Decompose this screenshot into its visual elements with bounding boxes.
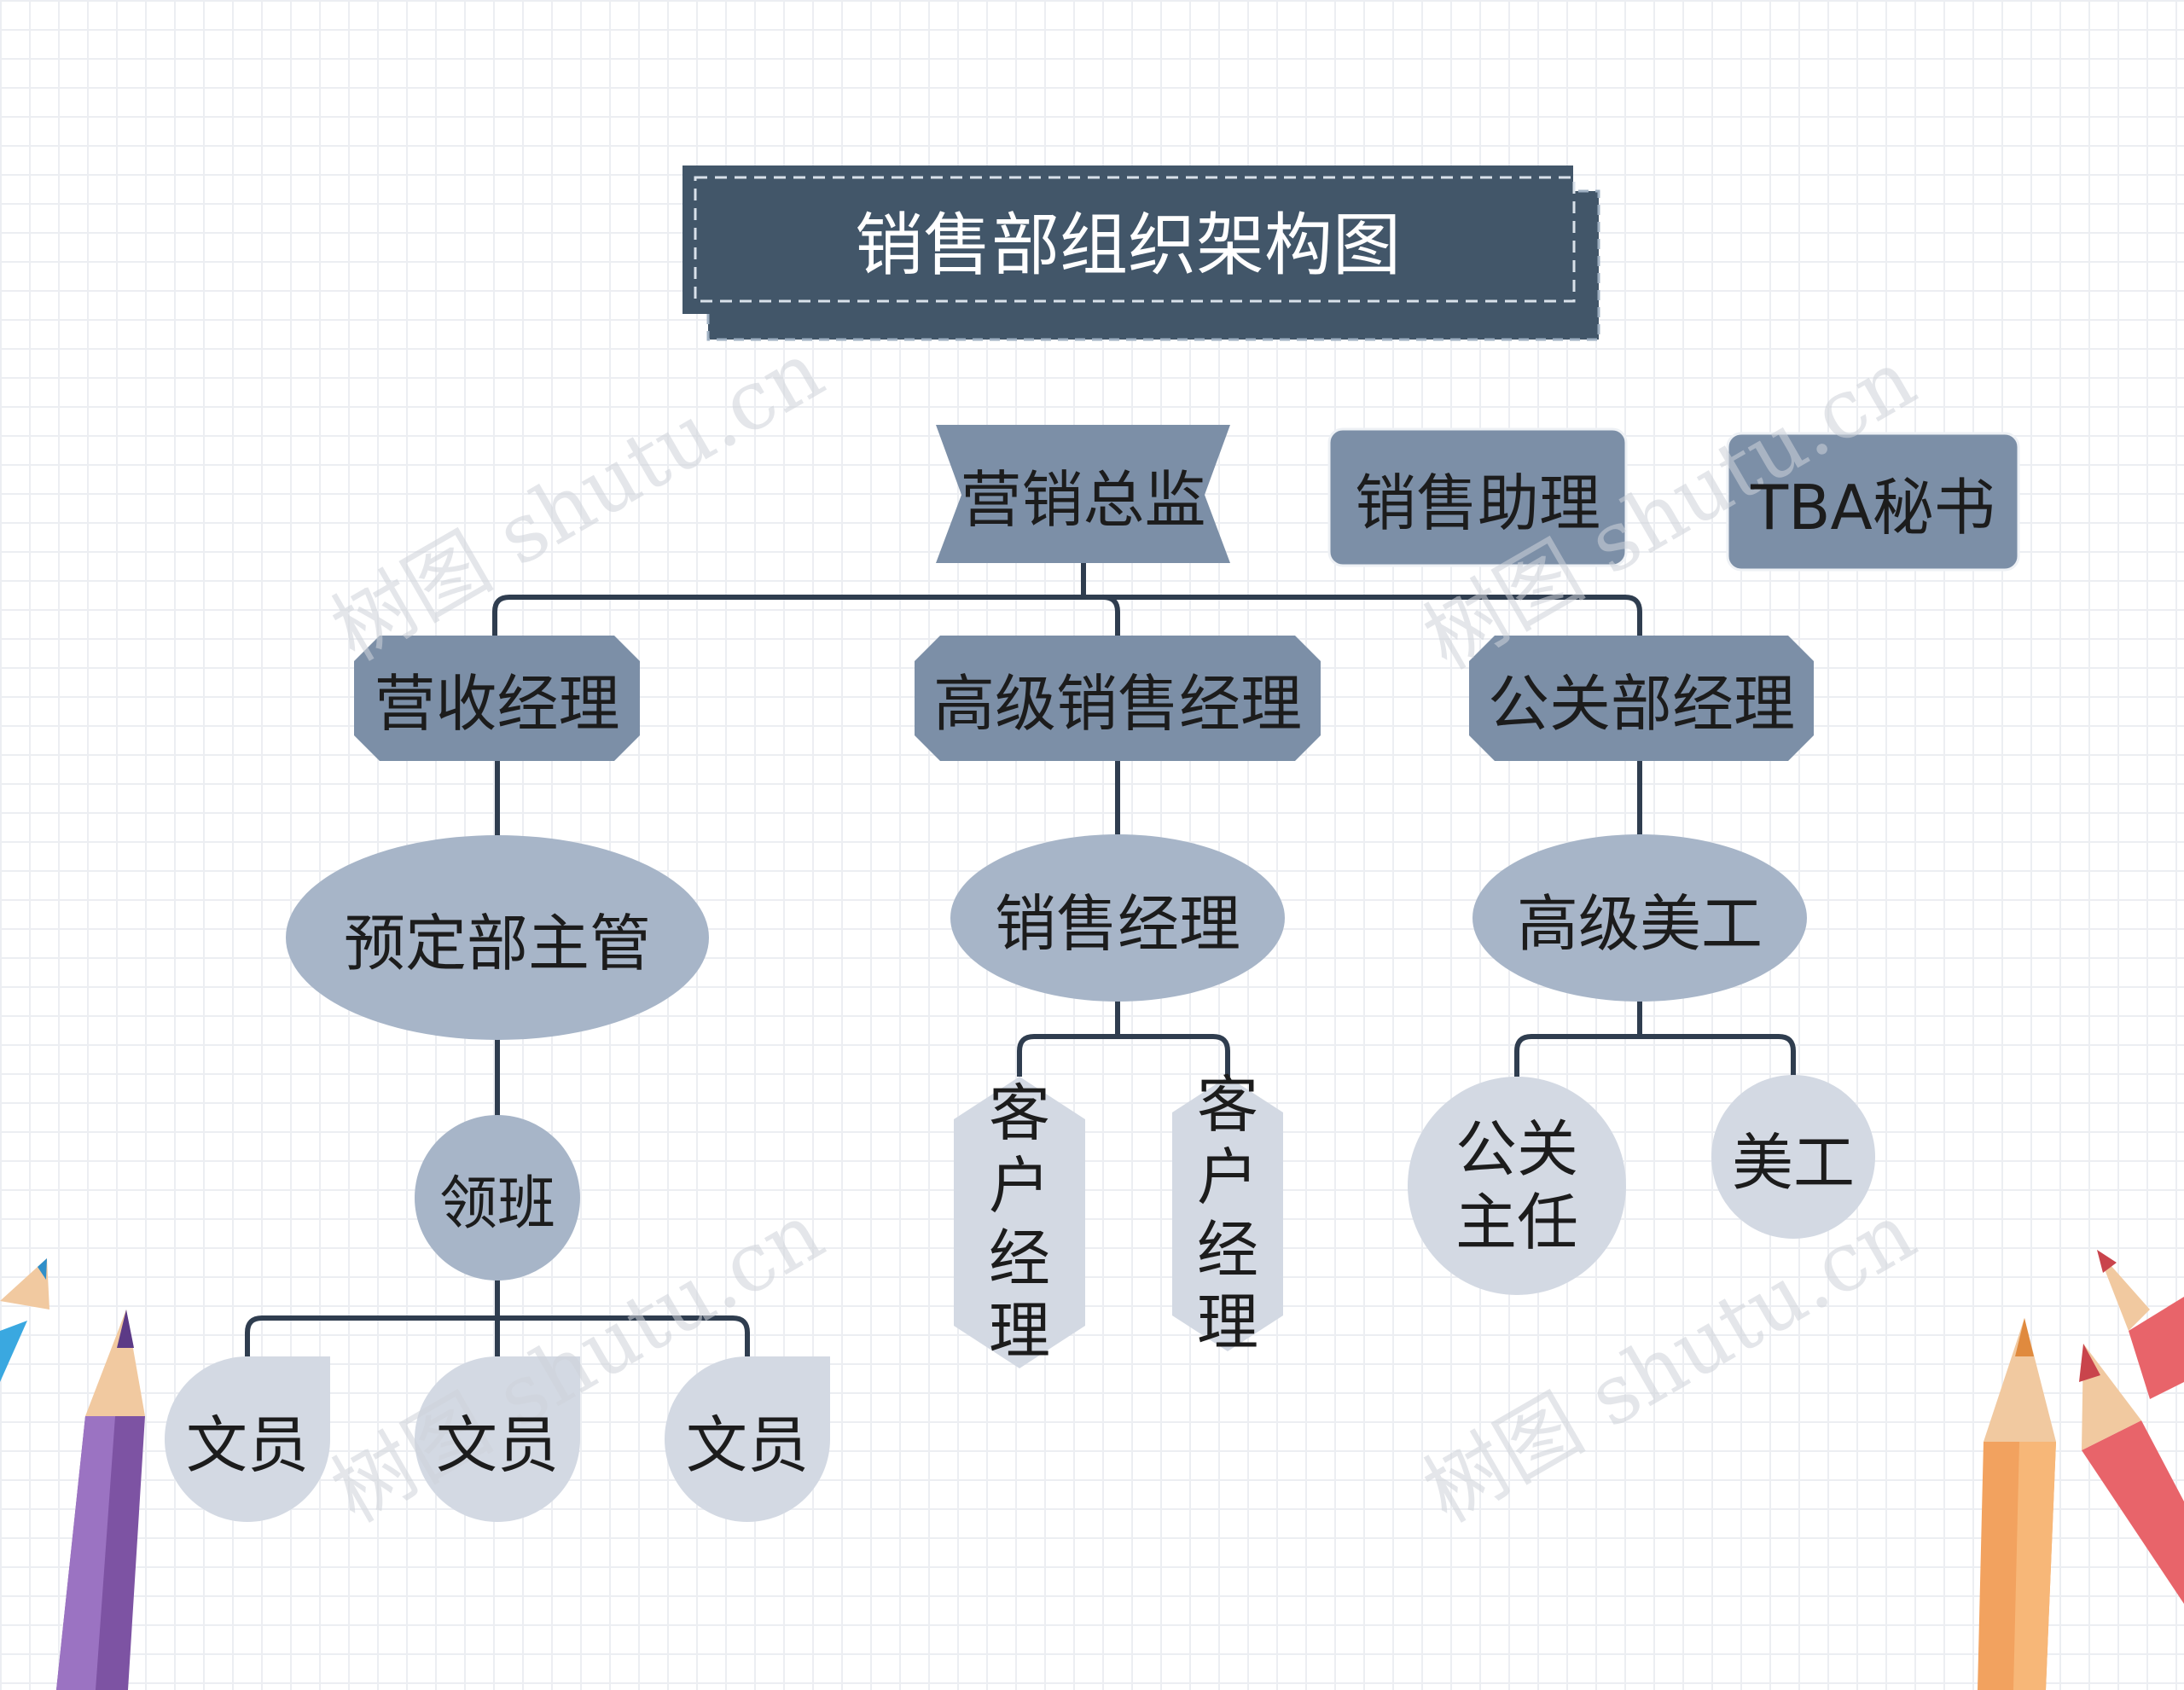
node-assistant[interactable]: 销售助理 — [1329, 429, 1626, 566]
page-title: 销售部组织架构图 — [682, 166, 1573, 314]
node-artist[interactable]: 美工 — [1711, 1075, 1875, 1239]
node-team-lead[interactable]: 领班 — [415, 1115, 580, 1281]
node-secretary[interactable]: TBA秘书 — [1728, 433, 2018, 570]
node-director[interactable]: 营销总监 — [936, 425, 1230, 563]
connector-lead-to-clerks — [247, 1280, 747, 1356]
pencil-left-blue-icon — [0, 1258, 49, 1382]
node-revenue-manager[interactable]: 营收经理 — [354, 636, 640, 761]
connector-artist-to-staff — [1517, 1000, 1793, 1077]
node-senior-sales-manager[interactable]: 高级销售经理 — [915, 636, 1321, 761]
node-senior-artist[interactable]: 高级美工 — [1472, 834, 1807, 1002]
node-clerk-2[interactable]: 文员 — [415, 1356, 580, 1522]
node-clerk-3[interactable]: 文员 — [665, 1356, 830, 1522]
node-sales-manager[interactable]: 销售经理 — [950, 834, 1285, 1002]
connector-director-to-managers — [495, 563, 1640, 636]
node-clerk-1[interactable]: 文员 — [165, 1356, 330, 1522]
node-pr-director[interactable]: 公关主任 — [1450, 1077, 1583, 1295]
node-pr-manager[interactable]: 公关部经理 — [1469, 636, 1814, 761]
connector-sales-to-clients — [1019, 1000, 1228, 1077]
node-booking-supervisor[interactable]: 预定部主管 — [286, 835, 709, 1040]
pencil-right-red-icon — [2079, 1250, 2184, 1604]
node-client-manager-1[interactable]: 客户经理 — [988, 1077, 1051, 1368]
pencil-right-orange-icon — [1978, 1318, 2056, 1690]
node-client-manager-2[interactable]: 客户经理 — [1196, 1077, 1259, 1351]
pencil-left-purple-icon — [56, 1310, 145, 1690]
